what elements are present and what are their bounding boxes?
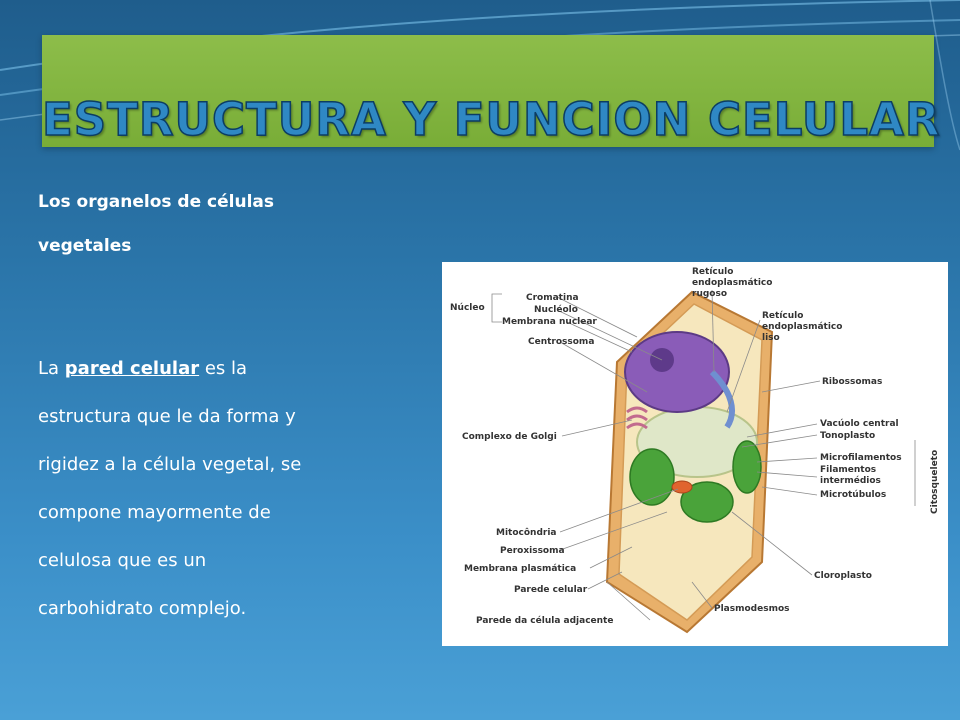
body-line-2: estructura que le da forma y [38,406,296,427]
body-line-1-suffix: es la [199,358,248,379]
label-membrana-nuclear: Membrana nuclear [502,317,597,327]
label-ribossomas: Ribossomas [822,377,882,387]
label-microfilamentos: Microfilamentos [820,453,902,463]
label-citoesqueleto: Citosqueleto [930,450,940,514]
label-nucleo: Núcleo [450,303,485,313]
golgi-apparatus [626,406,648,430]
body-line-5: celulosa que es un [38,550,207,571]
label-centrossoma: Centrossoma [528,337,594,347]
plant-cell-illustration: Núcleo Cromatina Nucléolo Membrana nucle… [450,267,940,634]
label-tonoplasto: Tonoplasto [820,431,875,441]
pared-celular-link[interactable]: pared celular [64,358,200,379]
label-membrana-plasmatica: Membrana plasmática [464,564,576,574]
label-peroxissoma: Peroxissoma [500,546,565,556]
label-mitocondria: Mitocôndria [496,527,557,538]
label-filamentos-2: intermédios [820,475,881,486]
label-plasmodesmos: Plasmodesmos [714,604,790,614]
title-band: ESTRUCTURA Y FUNCION CELULAR [41,35,941,147]
body-paragraph: La pared celular es la estructura que le… [38,345,408,633]
chloroplast-a [629,448,675,506]
chloroplast-c [732,440,762,494]
body-prefix: La [38,358,65,379]
label-ret-liso-3: liso [762,333,780,343]
heading-line-1: Los organelos de células [38,192,274,212]
body-line-6: carbohidrato complejo. [38,598,247,619]
nucleus [624,331,730,413]
label-ret-rugoso-1: Retículo [692,267,733,277]
section-heading: Los organelos de células vegetales [38,180,398,268]
mitochondrion [671,480,693,494]
label-cromatina: Cromatina [526,293,579,303]
chloroplast-b [680,481,734,523]
label-ret-liso-2: endoplasmático [762,322,842,332]
label-golgi: Complexo de Golgi [462,432,557,442]
slide-title: ESTRUCTURA Y FUNCION CELULAR [41,92,941,147]
body-line-4: compone mayormente de [38,502,271,523]
plant-cell-diagram: Núcleo Cromatina Nucléolo Membrana nucle… [442,262,948,646]
label-ret-liso-1: Retículo [762,311,803,321]
label-microtubulos: Microtúbulos [820,490,886,500]
label-cloroplasto: Cloroplasto [814,571,872,581]
label-parede-adjacente: Parede da célula adjacente [476,615,613,626]
label-ret-rugoso-2: endoplasmático [692,278,772,288]
label-parede-celular: Parede celular [514,585,588,595]
label-filamentos-1: Filamentos [820,465,876,475]
label-nucleolo: Nucléolo [534,304,578,315]
label-ret-rugoso-3: rugoso [692,289,727,299]
label-vacuolo: Vacúolo central [820,419,899,429]
heading-line-2: vegetales [38,236,132,256]
body-line-3: rigidez a la célula vegetal, se [38,454,302,475]
body-line-1: La pared celular es la [38,345,408,393]
